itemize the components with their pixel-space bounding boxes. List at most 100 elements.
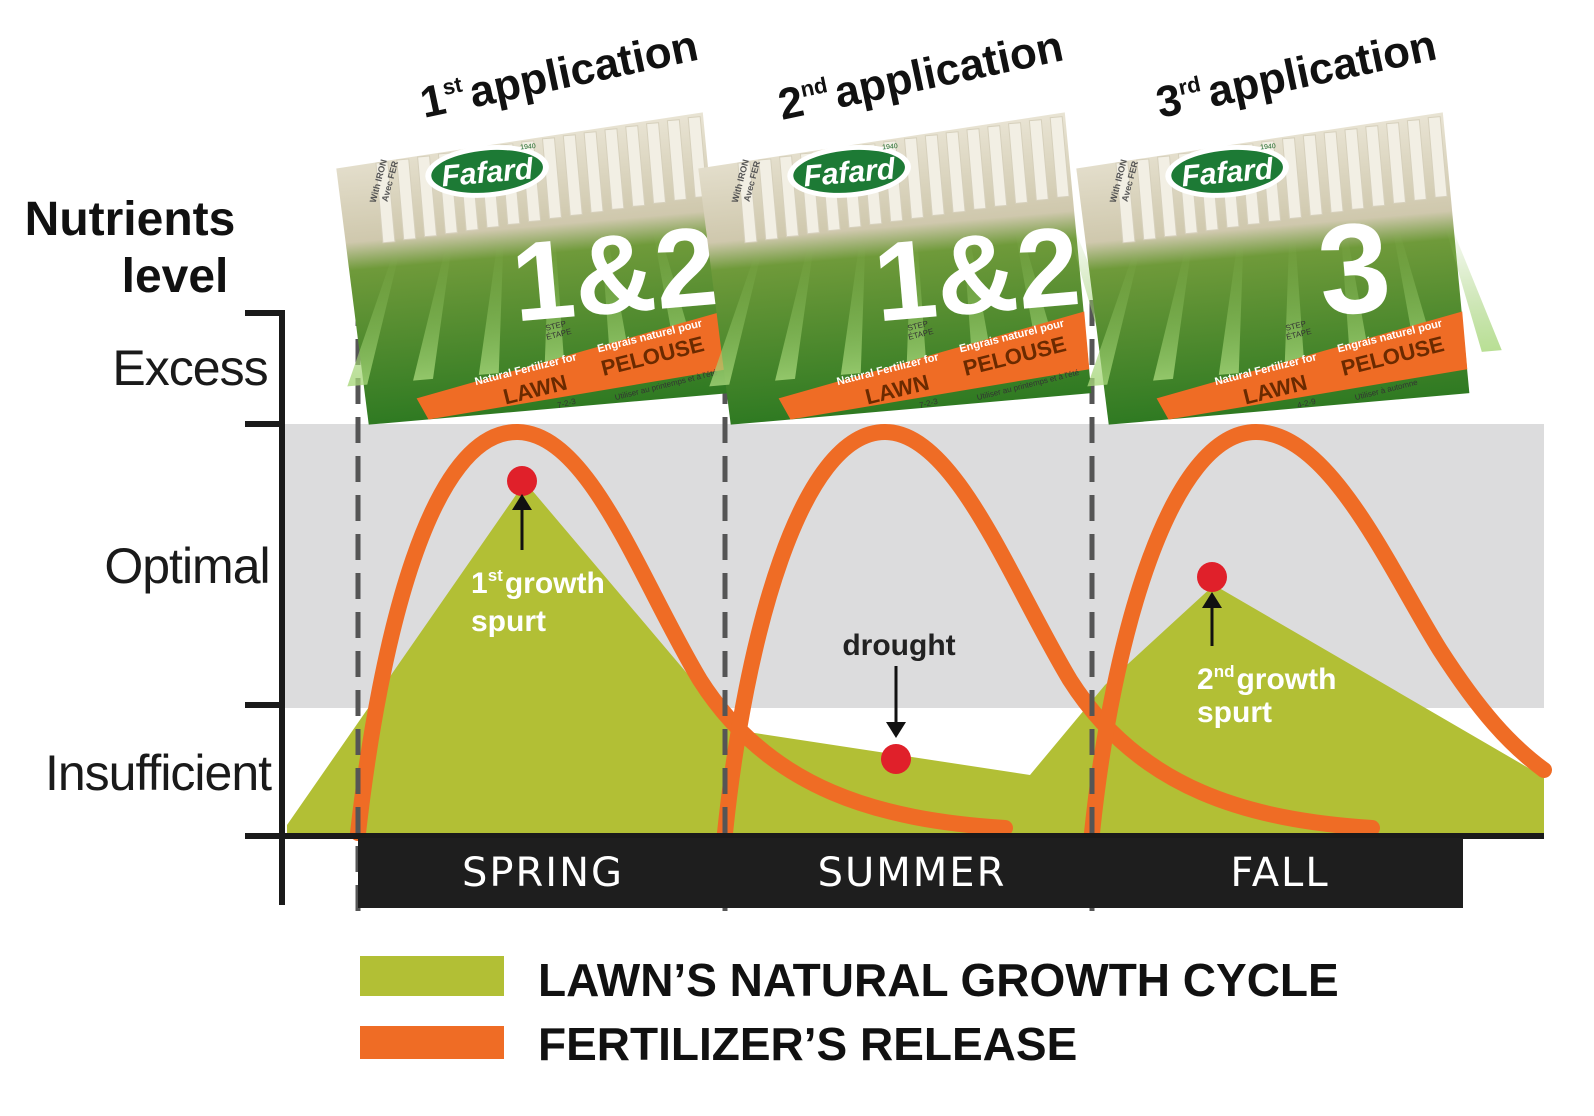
bag-brand: Fafard bbox=[1180, 152, 1275, 193]
bag-brand: Fafard bbox=[802, 152, 897, 193]
grass-stripe bbox=[1340, 233, 1371, 364]
bag-brand: Fafard bbox=[440, 152, 535, 193]
legend-swatch-lawn bbox=[360, 956, 504, 996]
bag-year: 1940 bbox=[882, 143, 898, 151]
grass-stripe bbox=[478, 242, 504, 375]
fence-picket bbox=[779, 155, 800, 238]
drought-label: drought bbox=[842, 629, 955, 662]
growth-spurt-2-marker bbox=[1197, 562, 1227, 592]
application-1-label: 1stapplication bbox=[416, 21, 702, 128]
growth-spurt-1-label-line2: spurt bbox=[471, 605, 546, 638]
season-summer: SUMMER bbox=[818, 850, 1007, 896]
level-optimal: Optimal bbox=[104, 538, 269, 594]
y-axis-title-line2: level bbox=[122, 250, 229, 303]
legend: LAWN’S NATURAL GROWTH CYCLE FERTILIZER’S… bbox=[360, 954, 1339, 1070]
fence-picket bbox=[903, 137, 924, 220]
bag-year: 1940 bbox=[1260, 143, 1276, 151]
grass-stripe bbox=[1218, 242, 1244, 375]
growth-spurt-2: 2ndgrowth spurt bbox=[1197, 562, 1336, 729]
grass-stripe bbox=[906, 237, 927, 370]
fertilizer-curve-spring bbox=[350, 423, 1013, 841]
bag-step-number: 3 bbox=[1312, 195, 1395, 344]
bag-orange-band bbox=[1156, 311, 1468, 420]
fence-picket bbox=[1344, 128, 1365, 211]
fence-picket bbox=[1386, 122, 1407, 204]
grass-stripe bbox=[840, 242, 866, 375]
fence-picket bbox=[666, 119, 687, 201]
fence-picket bbox=[562, 134, 583, 217]
growth-spurt-1-arrowhead bbox=[512, 494, 532, 510]
drought-arrowhead bbox=[886, 722, 906, 738]
lawn-growth-area bbox=[287, 482, 1544, 835]
grass-stripe bbox=[347, 251, 400, 387]
bag-year: 1940 bbox=[520, 143, 536, 151]
fence-picket bbox=[987, 125, 1008, 207]
growth-spurt-2-label-line2: spurt bbox=[1197, 696, 1272, 729]
grass-stripe bbox=[413, 246, 452, 381]
legend-label-fertilizer: FERTILIZER’S RELEASE bbox=[538, 1018, 1077, 1070]
fence-picket bbox=[1365, 125, 1386, 207]
fence-picket bbox=[625, 125, 646, 207]
fertilizer-curve-fall bbox=[1084, 423, 1552, 841]
growth-spurt-1: 1stgrowth spurt bbox=[471, 466, 605, 638]
growth-spurt-2-arrowhead bbox=[1202, 592, 1222, 608]
axes bbox=[245, 310, 1544, 905]
fence-picket bbox=[1008, 122, 1029, 204]
grass-stripe bbox=[544, 237, 565, 370]
fence-picket bbox=[945, 131, 966, 214]
grass-stripe bbox=[1087, 251, 1140, 387]
grass-stripe bbox=[775, 246, 814, 381]
level-insufficient: Insufficient bbox=[45, 745, 272, 801]
fence-picket bbox=[646, 122, 667, 204]
bag-logo-oval bbox=[431, 149, 543, 193]
fence-picket bbox=[583, 131, 604, 214]
grass-stripe bbox=[962, 233, 993, 364]
bag-fence bbox=[375, 116, 708, 244]
growth-spurt-1-label-line1: 1stgrowth bbox=[471, 566, 605, 600]
grass-stripe bbox=[709, 251, 762, 387]
bag-logo-oval bbox=[793, 149, 905, 193]
growth-spurt-2-label-line1: 2ndgrowth bbox=[1197, 662, 1336, 696]
application-3-label: 3rdapplication bbox=[1152, 21, 1441, 128]
fertilizer-curve-summer bbox=[717, 423, 1380, 841]
fence-picket bbox=[375, 161, 396, 244]
fence-picket bbox=[1302, 134, 1323, 217]
fence-picket bbox=[1115, 161, 1136, 244]
y-axis-title-line1: Nutrients bbox=[25, 193, 236, 246]
fence-picket bbox=[966, 128, 987, 211]
legend-label-lawn: LAWN’S NATURAL GROWTH CYCLE bbox=[538, 954, 1339, 1006]
fence-picket bbox=[417, 155, 438, 238]
level-excess: Excess bbox=[112, 340, 267, 396]
bag-orange-band bbox=[778, 311, 1090, 420]
fertilizer-release-curves bbox=[350, 423, 1552, 841]
grass-stripe bbox=[1444, 224, 1502, 352]
fence-picket bbox=[396, 158, 417, 241]
bag-orange-band bbox=[416, 311, 728, 420]
application-2-label: 2ndapplication bbox=[774, 22, 1067, 130]
fence-picket bbox=[737, 161, 758, 244]
fence-picket bbox=[1281, 137, 1302, 220]
bag-logo-oval bbox=[1171, 149, 1283, 193]
season-spring: SPRING bbox=[462, 850, 624, 896]
grass-stripe bbox=[1153, 246, 1192, 381]
drought-marker bbox=[881, 744, 911, 774]
fence-picket bbox=[924, 134, 945, 217]
fence-picket bbox=[1427, 116, 1448, 198]
drought-annotation: drought bbox=[842, 629, 956, 774]
fence-picket bbox=[1157, 155, 1178, 238]
season-fall: FALL bbox=[1230, 850, 1329, 896]
fence-picket bbox=[1028, 119, 1049, 201]
fence-picket bbox=[1136, 158, 1157, 241]
fence-picket bbox=[541, 137, 562, 220]
legend-swatch-fertilizer bbox=[360, 1026, 504, 1059]
fence-picket bbox=[1049, 116, 1070, 198]
bag-grass-stripes bbox=[1087, 224, 1502, 387]
growth-spurt-1-marker bbox=[507, 466, 537, 496]
grass-stripe bbox=[1284, 237, 1305, 370]
season-bar bbox=[358, 838, 1463, 908]
